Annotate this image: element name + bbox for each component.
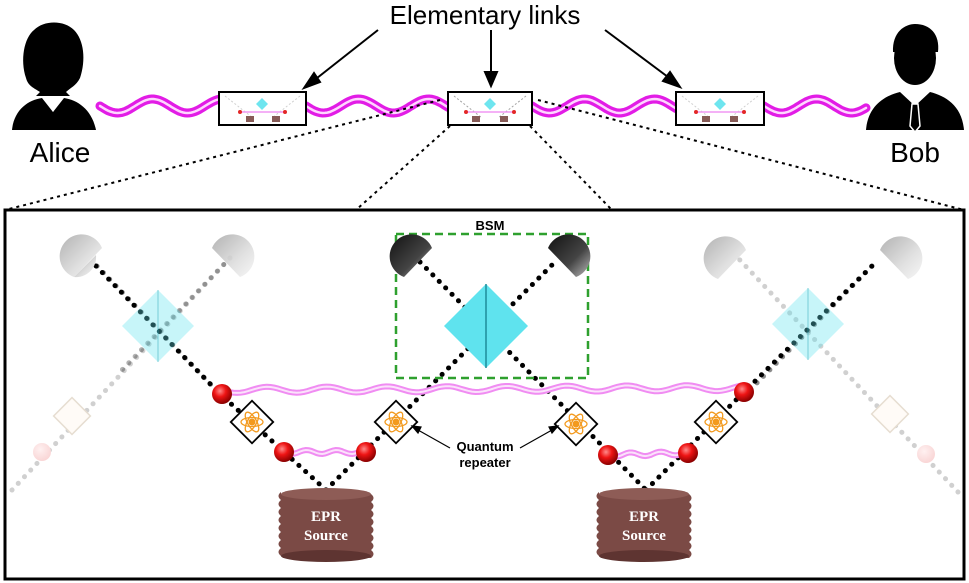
epr-source-right-line1: EPR	[629, 509, 659, 525]
bsm-box	[394, 232, 590, 380]
detector-icon	[212, 234, 255, 277]
quantum-memory-atom-icon	[373, 399, 419, 445]
beam-splitter-center	[444, 284, 528, 368]
entanglement-link-highlight	[283, 448, 367, 456]
detector-icon	[59, 234, 102, 278]
epr-source-left	[278, 488, 374, 562]
quantum-memories	[229, 399, 739, 447]
fiber-highlight	[98, 97, 221, 115]
beam-splitter-left	[122, 290, 194, 362]
bob-label: Bob	[890, 137, 940, 168]
zoom-guide-lines	[4, 99, 965, 211]
quantum-memory-atom-icon	[229, 399, 275, 445]
quantum-nodes	[212, 382, 754, 465]
alice-figure: Alice	[12, 22, 96, 168]
repeater-arrows	[410, 425, 560, 449]
entanglement-links	[221, 382, 745, 460]
elementary-link-arrows	[301, 29, 683, 91]
elementary-link-box-left	[218, 91, 307, 126]
person-female-icon	[12, 22, 96, 130]
bsm-label: BSM	[476, 218, 505, 233]
fiber-segment	[759, 94, 871, 118]
fiber-highlight	[304, 97, 450, 115]
elementary-link-box-center	[447, 91, 533, 126]
epr-source-left-line2: Source	[304, 528, 348, 544]
detector-icon	[880, 236, 923, 279]
quantum-memory-atom-icon	[553, 401, 599, 447]
quantum-memory-atom-icon	[693, 399, 739, 445]
epr-source-left-line1: EPR	[311, 509, 341, 525]
entanglement-link-highlight	[221, 384, 745, 394]
epr-source-right	[596, 488, 692, 562]
elementary-link-box-right	[675, 91, 765, 126]
fiber-highlight	[530, 97, 678, 115]
epr-source-bottom	[599, 550, 689, 562]
alice-label: Alice	[30, 137, 91, 168]
epr-source-top	[599, 488, 689, 500]
bob-figure: Bob	[866, 24, 964, 168]
epr-source-bottom	[281, 550, 371, 562]
optical-fiber-channel	[95, 94, 871, 118]
epr-source-top	[281, 488, 371, 500]
repeater-label-line2: repeater	[459, 455, 510, 470]
beam-splitter-right	[772, 288, 844, 360]
entanglement-link-highlight	[607, 450, 689, 458]
detector-icon	[389, 234, 432, 277]
outer-chain-right	[735, 255, 961, 495]
detector-icon	[548, 234, 591, 277]
repeater-label-line1: Quantum	[456, 439, 513, 454]
person-male-icon	[866, 24, 964, 134]
epr-source-body	[278, 492, 374, 558]
elementary-links-title: Elementary links	[390, 0, 581, 30]
detector-icon	[703, 236, 746, 279]
detail-panel	[3, 208, 966, 581]
epr-source-right-line2: Source	[622, 528, 666, 544]
fiber-highlight	[762, 97, 868, 115]
epr-source-body	[596, 492, 692, 558]
